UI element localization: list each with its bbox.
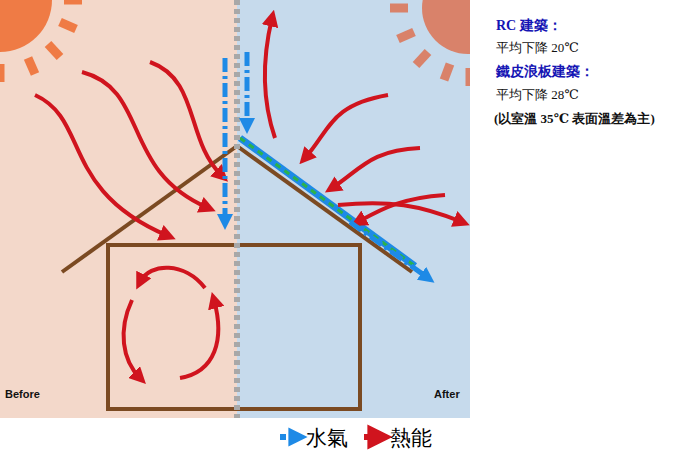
divider	[234, 0, 240, 418]
legend-text: 熱能	[390, 424, 432, 452]
heading-note: 鐵皮浪板建築：	[496, 63, 594, 81]
vapor-arrows	[225, 52, 428, 278]
legend-sample-vapor	[280, 434, 298, 440]
heat-arrows	[35, 18, 462, 378]
result-note: 平均下降 28℃	[496, 86, 579, 104]
sun-right	[390, 0, 470, 86]
legend-sample-heat	[364, 434, 380, 440]
condition-note: (以室溫 35℃ 表面溫差為主)	[494, 110, 655, 128]
sun-left	[0, 0, 82, 82]
heading-note: RC 建築：	[496, 17, 562, 35]
legend-text: 水氣	[306, 424, 348, 452]
result-note: 平均下降 20℃	[496, 39, 579, 57]
panel-label: Before	[5, 388, 40, 400]
before-panel	[0, 0, 237, 418]
panel-label: After	[434, 388, 460, 400]
after-panel	[237, 0, 470, 418]
